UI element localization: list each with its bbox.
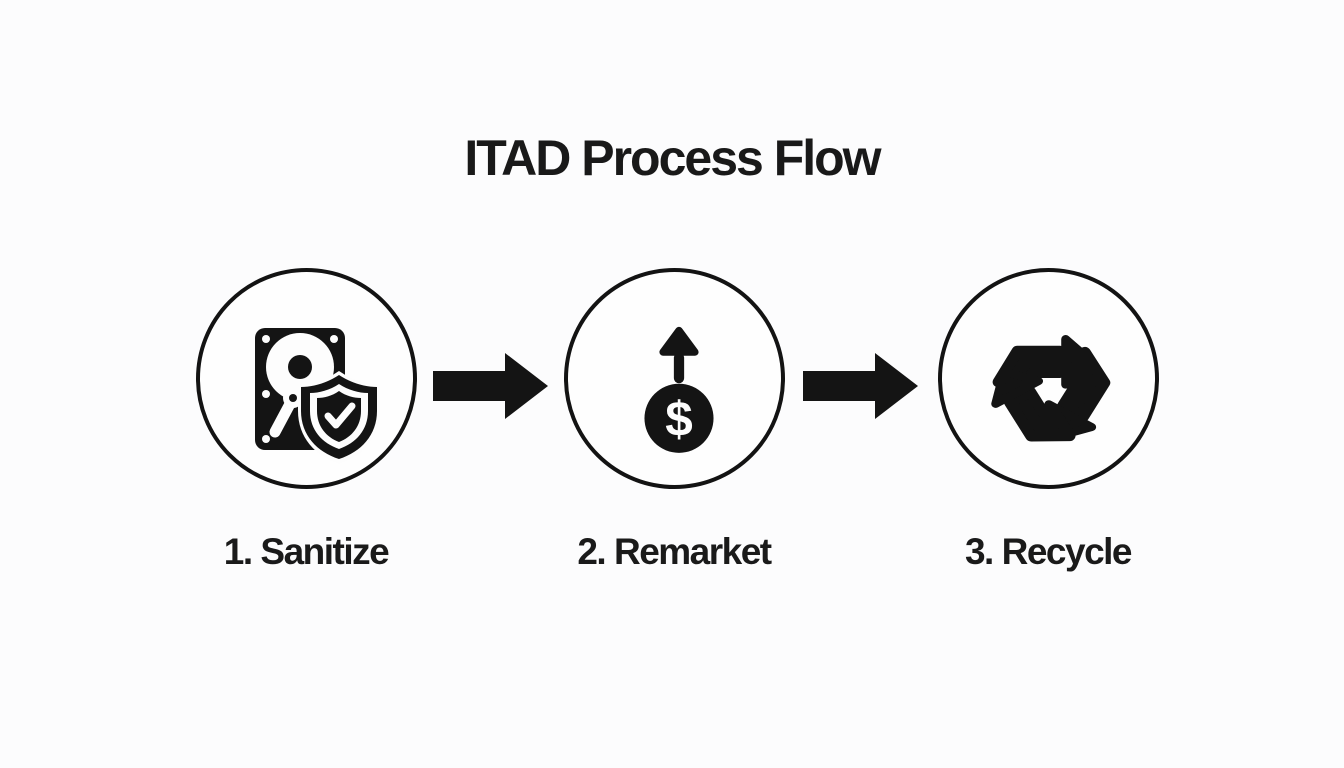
arrow-right-icon (433, 353, 548, 419)
step-circle-recycle (938, 268, 1159, 489)
dollar-coin-icon: $ (644, 383, 714, 453)
arrow-right-icon (803, 353, 918, 419)
up-arrow-icon (659, 326, 699, 384)
step-circle-remarket: $ (564, 268, 785, 489)
step-label-remarket: 2. Remarket (577, 531, 772, 572)
money-up-arrow-icon: $ (644, 326, 714, 453)
recycle-arm-left (991, 367, 1076, 442)
step-circle-sanitize (196, 268, 417, 489)
step-label-recycle: 3. Recycle (964, 531, 1133, 572)
dollar-sign: $ (665, 392, 693, 447)
shield-check-icon (298, 371, 380, 464)
recycle-icon (991, 335, 1111, 442)
hard-drive-shield-icon (255, 328, 380, 464)
diagram-title: ITAD Process Flow (464, 130, 881, 186)
step-label-sanitize: 1. Sanitize (223, 531, 390, 572)
